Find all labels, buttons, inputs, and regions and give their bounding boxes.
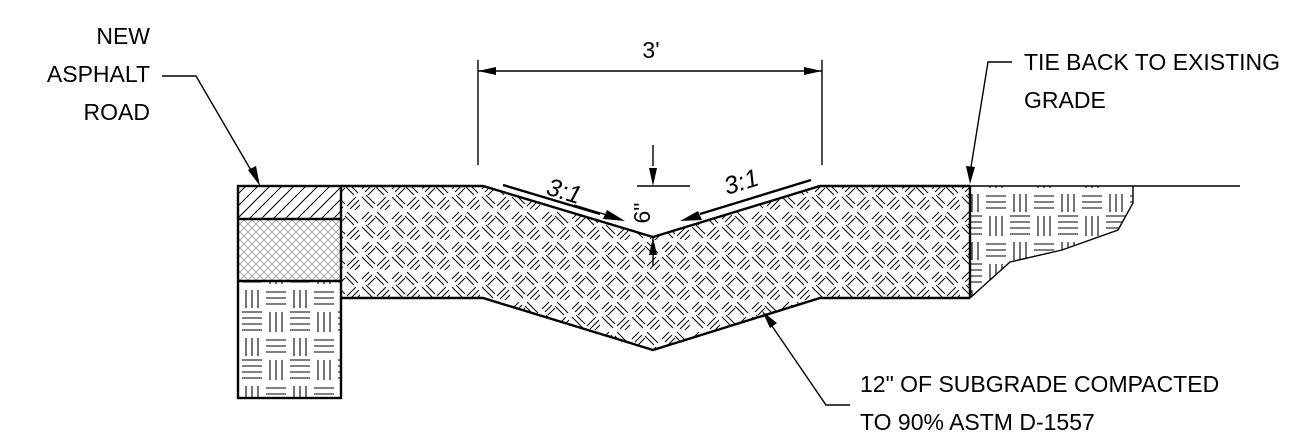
width-dimension-label: 3' [642, 37, 659, 63]
subgrade-label-line1: 12" OF SUBGRADE COMPACTED [860, 371, 1219, 397]
road-leader-arrow [248, 166, 260, 186]
tie-back-label-line1: TIE BACK TO EXISTING [1024, 49, 1280, 75]
slope-right-arrow [680, 211, 702, 221]
tie-back-callout: TIE BACK TO EXISTING GRADE [966, 49, 1280, 184]
compacted-subgrade-fill [341, 186, 970, 350]
slope-right-label: 3:1 [721, 164, 762, 201]
tie-back-leader-arrow [966, 166, 975, 184]
depth-dimension-label: 6" [629, 203, 655, 224]
asphalt-layer [238, 186, 341, 219]
slope-left-arrow [603, 210, 625, 221]
subgrade-callout: 12" OF SUBGRADE COMPACTED TO 90% ASTM D-… [762, 311, 1219, 435]
asphalt-road-section [236, 184, 343, 400]
depth-arrow-top [649, 168, 657, 186]
width-dimension: 3' [477, 37, 823, 165]
slope-left-label: 3:1 [543, 173, 584, 210]
depth-dimension: 6" [629, 145, 690, 266]
dim-arrow-left [478, 67, 496, 75]
road-label-line2: ASPHALT [47, 61, 150, 87]
dim-arrow-right [804, 67, 822, 75]
subgrade-leader-arrow [762, 311, 777, 328]
compacted-subgrade-section [341, 184, 972, 352]
existing-soil-fill [970, 186, 1133, 298]
aggregate-base-layer [238, 219, 341, 281]
road-label-line3: ROAD [84, 99, 150, 125]
existing-grade-section [969, 185, 1240, 299]
road-callout: NEW ASPHALT ROAD [47, 23, 260, 186]
road-subgrade-layer [238, 281, 341, 398]
tie-back-label-line2: GRADE [1024, 87, 1106, 113]
subgrade-label-line2: TO 90% ASTM D-1557 [860, 409, 1095, 435]
road-label-line1: NEW [96, 23, 150, 49]
depth-arrow-bottom [649, 237, 657, 255]
